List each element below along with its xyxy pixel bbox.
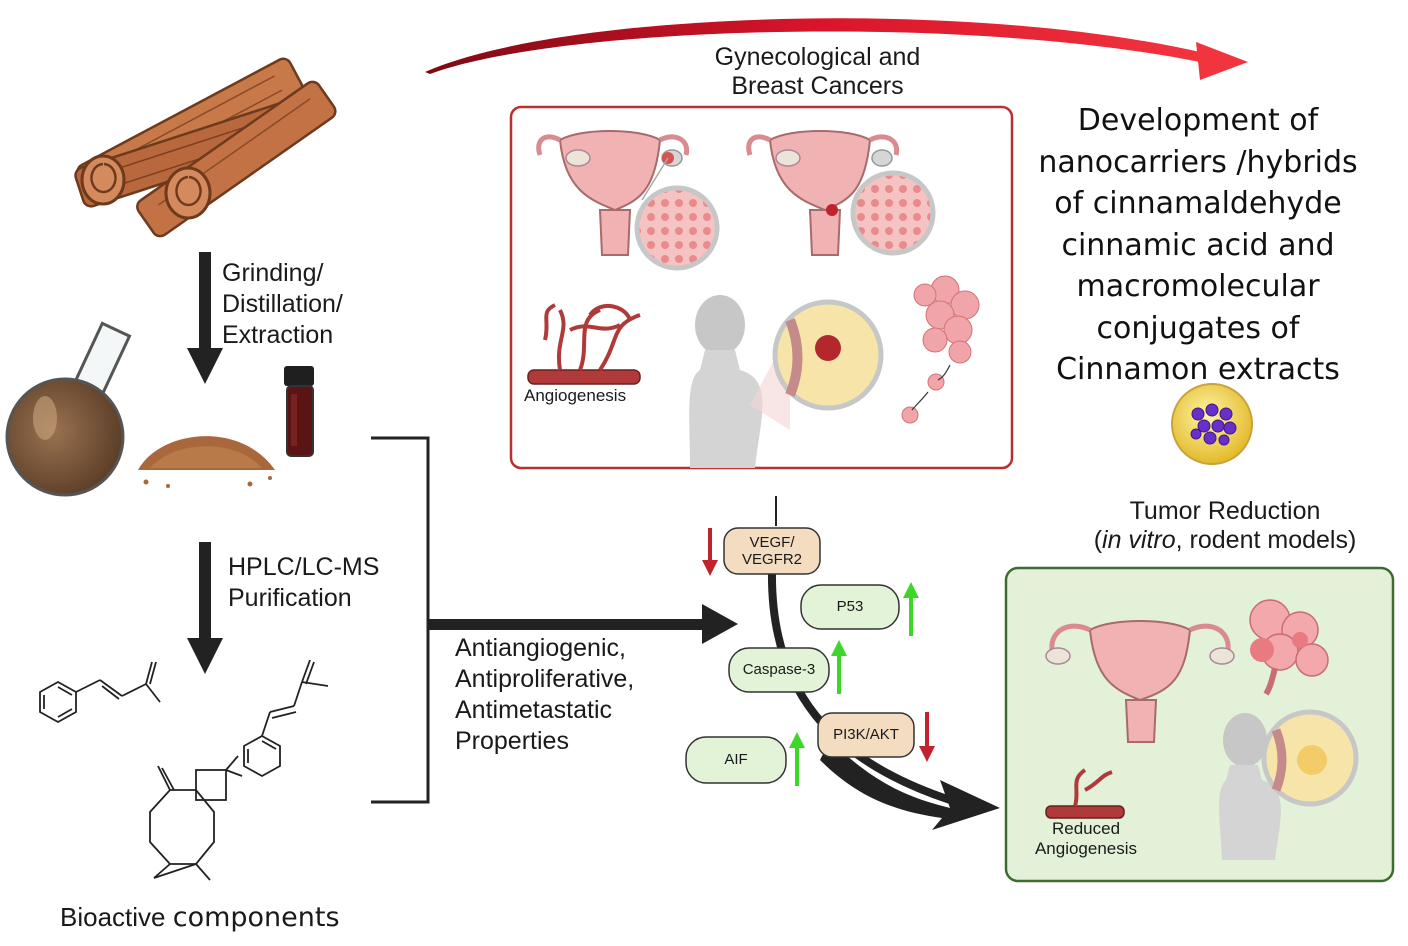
- pi3k-akt-pill: [817, 712, 915, 758]
- nanoparticle-icon: [1171, 383, 1253, 465]
- outcome-paren: (: [1093, 526, 1103, 554]
- step1-line: Extraction: [222, 321, 334, 349]
- convergence-bracket: [371, 436, 430, 804]
- processing-step-label: Grinding/ Distillation/ Extraction: [222, 258, 343, 351]
- step1-line: Distillation/: [222, 290, 343, 318]
- uterus-illustration-2: [746, 130, 900, 256]
- development-text: Development of nanocarriers /hybrids of …: [1018, 100, 1378, 391]
- outcome-in-vitro: in vitro: [1102, 526, 1176, 554]
- angiogenesis-vessel-illustration: [527, 303, 641, 385]
- cinnamaldehyde-structure: [39, 661, 161, 724]
- arrow-down-grinding: [187, 252, 223, 384]
- caspase3-label: Caspase-3: [742, 661, 816, 678]
- development-line: conjugates of: [1096, 310, 1300, 346]
- properties-line: Properties: [455, 727, 569, 755]
- purification-step-label: HPLC/LC-MS Purification: [228, 552, 379, 614]
- development-line: Cinnamon extracts: [1056, 352, 1340, 387]
- reduced-angiogenesis-vessel-illustration: [1045, 768, 1125, 819]
- reduced-label-line: Angiogenesis: [1034, 839, 1138, 858]
- vegf-pill: [723, 527, 821, 575]
- outcome-title-line2: (in vitro, rodent models): [1060, 526, 1390, 555]
- properties-line: Antiangiogenic,: [455, 634, 626, 662]
- development-line: cinnamic acid and: [1061, 227, 1335, 263]
- development-line: nanocarriers /hybrids: [1038, 144, 1358, 180]
- cinnamon-powder-illustration: [138, 436, 275, 488]
- step2-line: Purification: [228, 584, 352, 612]
- components-word: components: [172, 902, 340, 933]
- vegf-label-line: VEGFR2: [741, 551, 802, 568]
- vegf-label-line: VEGF/: [749, 534, 795, 551]
- reduced-tumor-cells-illustration: [1249, 599, 1329, 696]
- cinnamon-sticks-illustration: [74, 57, 337, 238]
- properties-line: Antiproliferative,: [455, 665, 635, 693]
- outcome-title-line1: Tumor Reduction: [1129, 497, 1321, 525]
- up-arrow-caspase3: [831, 640, 847, 694]
- red-curved-arrow: [425, 18, 1248, 80]
- angiogenesis-label: Angiogenesis: [524, 386, 627, 405]
- arrow-to-pathway: [428, 604, 738, 644]
- aif-pill: [685, 736, 787, 784]
- up-arrow-p53: [903, 582, 919, 636]
- metastasis-cells-illustration: [901, 275, 980, 424]
- pi3k-akt-label: PI3K/AKT: [833, 726, 899, 743]
- round-bottom-flask-illustration: [5, 321, 132, 497]
- tumor-magnified-circle-1: [634, 157, 720, 271]
- arrow-down-hplc: [187, 542, 223, 674]
- caspase3-pill: [728, 647, 830, 693]
- woman-silhouette-illustration: [689, 295, 763, 468]
- bioactive-components-label: Bioactive components: [60, 902, 340, 933]
- step1-line: Grinding/: [222, 259, 324, 287]
- development-line: Development of: [1077, 103, 1319, 138]
- properties-line: Antimetastatic: [455, 696, 613, 724]
- p53-pill: [800, 584, 900, 630]
- breast-tumor-magnified-circle: [750, 299, 884, 430]
- vegf-label: VEGF/ VEGFR2: [724, 534, 820, 568]
- extract-vial-illustration: [284, 366, 314, 457]
- reduced-angiogenesis-label: Reduced Angiogenesis: [1026, 819, 1146, 859]
- cancers-title-line: Breast Cancers: [731, 72, 904, 100]
- tumor-magnified-circle-2: [850, 170, 936, 256]
- caryophyllene-oxide-structure: [149, 755, 243, 881]
- outcome-rodent-models: , rodent models): [1175, 526, 1357, 554]
- cinnamic-acid-structure: [243, 659, 329, 778]
- down-arrow-pi3k-akt: [919, 712, 935, 762]
- pathway-curve: [767, 496, 1000, 830]
- outcome-title: Tumor Reduction (in vitro, rodent models…: [1060, 497, 1390, 555]
- up-arrow-aif: [789, 732, 805, 786]
- development-line: macromolecular: [1076, 269, 1320, 304]
- down-arrow-vegf: [702, 528, 718, 576]
- aif-label: AIF: [724, 751, 748, 768]
- cancers-title: Gynecological and Breast Cancers: [680, 43, 955, 101]
- bioactive-word: Bioactive: [60, 902, 173, 932]
- cancers-title-line: Gynecological and: [714, 43, 921, 71]
- development-line: of cinnamaldehyde: [1054, 186, 1342, 221]
- properties-label: Antiangiogenic, Antiproliferative, Antim…: [455, 633, 634, 757]
- reduced-label-line: Reduced: [1051, 819, 1121, 838]
- p53-label: P53: [836, 598, 864, 615]
- healthy-uterus-illustration: [1045, 620, 1235, 743]
- healthy-woman-silhouette-illustration: [1219, 709, 1359, 860]
- step2-line: HPLC/LC-MS: [228, 553, 380, 581]
- uterus-illustration-1: [536, 130, 690, 256]
